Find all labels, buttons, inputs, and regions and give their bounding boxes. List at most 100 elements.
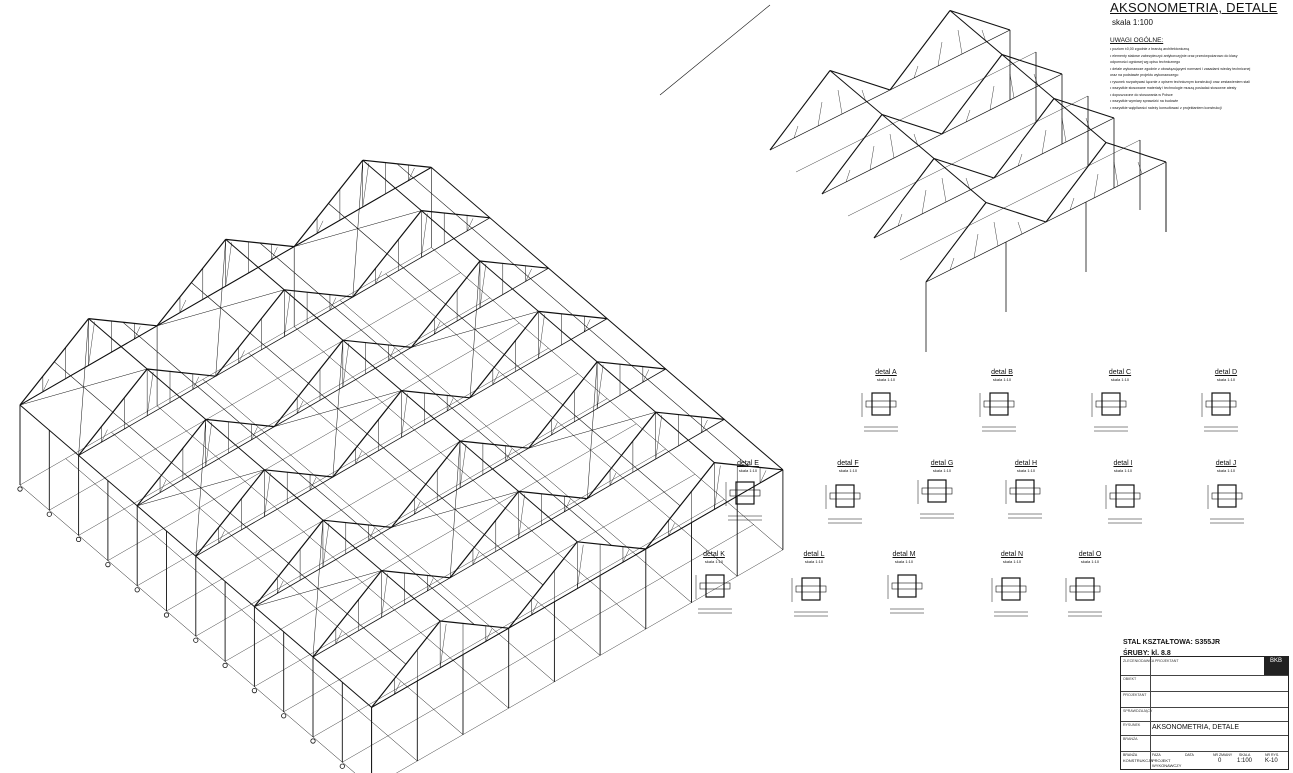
frame-member [622, 549, 630, 563]
frame-member [396, 549, 784, 773]
frame-member [577, 544, 584, 589]
detail-plate [891, 582, 923, 590]
frame-member [107, 322, 520, 561]
frame-member [941, 177, 947, 203]
frame-member [897, 213, 903, 227]
node-marker [281, 713, 287, 719]
frame-member [949, 10, 1107, 143]
frame-member [396, 163, 749, 467]
frame-member [218, 530, 225, 544]
frame-member [362, 159, 432, 168]
detail-plate [1115, 484, 1135, 508]
frame-member [205, 422, 212, 467]
frame-member [271, 247, 278, 260]
title-block: AKSONOMETRIA, DETALE skala 1:100 UWAGI O… [1110, 0, 1290, 111]
frame-member [296, 400, 304, 414]
frame-member [889, 10, 951, 91]
stamp-stage: PROJEKT WYKONAWCZY [1152, 758, 1182, 768]
frame-member [134, 326, 141, 340]
frame-member [925, 221, 1047, 283]
frame-member [78, 297, 491, 536]
frame-member [769, 70, 831, 151]
frame-member [829, 70, 987, 203]
steel-grade: STAL KSZTAŁTOWA: S355JR [1123, 639, 1221, 646]
frame-member [335, 631, 343, 644]
node-marker [222, 662, 228, 669]
detail-plate [835, 484, 855, 508]
frame-member [505, 448, 512, 462]
frame-member [993, 221, 999, 247]
frame-member [42, 379, 50, 392]
frame-member [821, 133, 943, 195]
detail-plate [1001, 577, 1021, 601]
frame-member [949, 9, 1011, 31]
frame-member [1001, 53, 1063, 75]
frame-member [19, 247, 432, 486]
stamp-label: RYSUNEK [1123, 723, 1141, 727]
node-marker [193, 637, 199, 643]
node-marker [46, 511, 52, 517]
frame-member [88, 321, 95, 366]
frame-member [845, 169, 851, 183]
frame-member [328, 203, 681, 507]
node-marker [339, 763, 345, 769]
frame-member [642, 369, 650, 383]
frame-member [1069, 197, 1075, 211]
general-notes: • poziom ±0,00 zgodnie z branżą architek… [1110, 46, 1290, 111]
title-stamp: BKB ZLECENIODAWCA PROJEKTANT OBIEKT PROJ… [1120, 656, 1289, 770]
frame-member [993, 98, 1055, 179]
frame-member [264, 472, 271, 517]
frame-member [701, 419, 708, 433]
frame-member [913, 65, 919, 79]
node-marker [251, 687, 257, 694]
note: • wszystkie wątpliwości należy konsultow… [1110, 105, 1222, 110]
frame-member [283, 474, 696, 712]
frame-member [312, 499, 725, 738]
note: • rysunek rozpatrywać łącznie z opisem t… [1110, 79, 1250, 84]
frame-member [427, 578, 434, 592]
frame-member [342, 343, 350, 388]
frame-member [1017, 153, 1023, 167]
frame-member [564, 499, 571, 512]
frame-member [355, 451, 362, 464]
frame-member [714, 465, 721, 510]
bolt-class: ŚRUBY: kl. 8.8 [1123, 650, 1171, 657]
detail-plate [1211, 492, 1243, 500]
frame-member [889, 29, 1011, 91]
frame-member [993, 117, 1115, 179]
frame-member [1061, 117, 1067, 143]
frame-member [309, 477, 317, 491]
frame-member [899, 139, 1141, 261]
frame-member [933, 157, 995, 179]
detail-plate [989, 392, 1009, 416]
frame-member [492, 371, 500, 385]
frame-member [352, 160, 363, 298]
frame-member [847, 95, 1089, 217]
detail-plate [1211, 392, 1231, 416]
frame-member [881, 113, 943, 135]
frame-member [439, 623, 447, 668]
frame-member [78, 318, 89, 456]
detail-plate [729, 489, 761, 497]
frame-member [88, 318, 441, 622]
frame-member [368, 527, 375, 541]
frame-member [54, 361, 407, 665]
note: • detale wykonawcze zgodnie z obowiązują… [1110, 66, 1251, 71]
frame-member [937, 41, 943, 67]
frame-member [472, 551, 480, 565]
frame-member [769, 89, 891, 151]
detail-plate [921, 487, 953, 495]
node-marker [310, 738, 316, 744]
frame-member [551, 422, 558, 436]
stamp-foot-label: NR RYS. [1265, 753, 1280, 757]
stamp-foot-label: DATA [1185, 753, 1194, 757]
stamp-foot-label: NR ZMIANY [1213, 753, 1233, 757]
detail-plate [1109, 492, 1141, 500]
detail-plate [927, 479, 947, 503]
